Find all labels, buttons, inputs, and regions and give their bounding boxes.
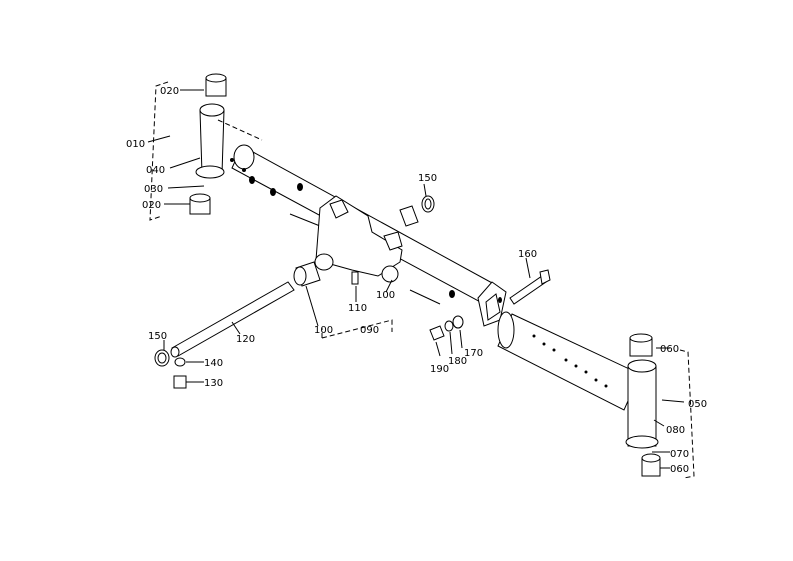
center-bracket: [314, 195, 403, 283]
callout-080: 080: [666, 425, 685, 436]
group-bracket-010: [149, 81, 263, 221]
bushing-060-top: [629, 333, 653, 357]
leader-lines: [147, 89, 685, 469]
callout-030: 030: [144, 184, 163, 195]
bolt-110: [351, 271, 359, 285]
bushing-100-upper: [399, 195, 435, 227]
callout-110: 110: [348, 303, 367, 314]
beam-end-box: [477, 281, 507, 327]
washer-180: [444, 320, 454, 332]
washer-170: [452, 315, 464, 329]
callout-050: 050: [688, 399, 707, 410]
callout-130: 130: [204, 378, 223, 389]
bushing-020-top: [205, 73, 227, 97]
callout-100-lower: 100: [314, 325, 333, 336]
callout-190: 190: [430, 364, 449, 375]
washer-140: [174, 357, 186, 367]
callout-090: 090: [360, 325, 379, 336]
pivot-pin-120: [170, 281, 295, 358]
callout-150-top: 150: [418, 173, 437, 184]
bushing-100-lower: [293, 261, 321, 287]
callout-010: 010: [126, 139, 145, 150]
callout-060-top: 060: [660, 344, 679, 355]
callout-170: 170: [464, 348, 483, 359]
callout-040: 040: [146, 165, 165, 176]
bushing-020-bottom: [189, 193, 211, 215]
callout-120: 120: [236, 334, 255, 345]
group-bracket-090: [321, 319, 393, 339]
callout-020-top: 020: [160, 86, 179, 97]
bolt-160: [509, 269, 551, 305]
callout-150-lower: 150: [148, 331, 167, 342]
kingpin-housing-left: [195, 103, 225, 179]
group-bracket-050: [679, 349, 695, 479]
bushing-060-bottom: [641, 453, 661, 477]
callout-020-bottom: 020: [142, 200, 161, 211]
callout-100-upper: 100: [376, 290, 395, 301]
bolt-130: [173, 375, 187, 389]
callout-070: 070: [670, 449, 689, 460]
callout-140: 140: [204, 358, 223, 369]
nut-190: [429, 325, 445, 341]
callout-060-bottom: 060: [670, 464, 689, 475]
washer-150-lower: [154, 349, 170, 367]
extension-tube-right: [497, 311, 641, 411]
callout-180: 180: [448, 356, 467, 367]
callout-160: 160: [518, 249, 537, 260]
kingpin-housing-right: [625, 359, 659, 449]
